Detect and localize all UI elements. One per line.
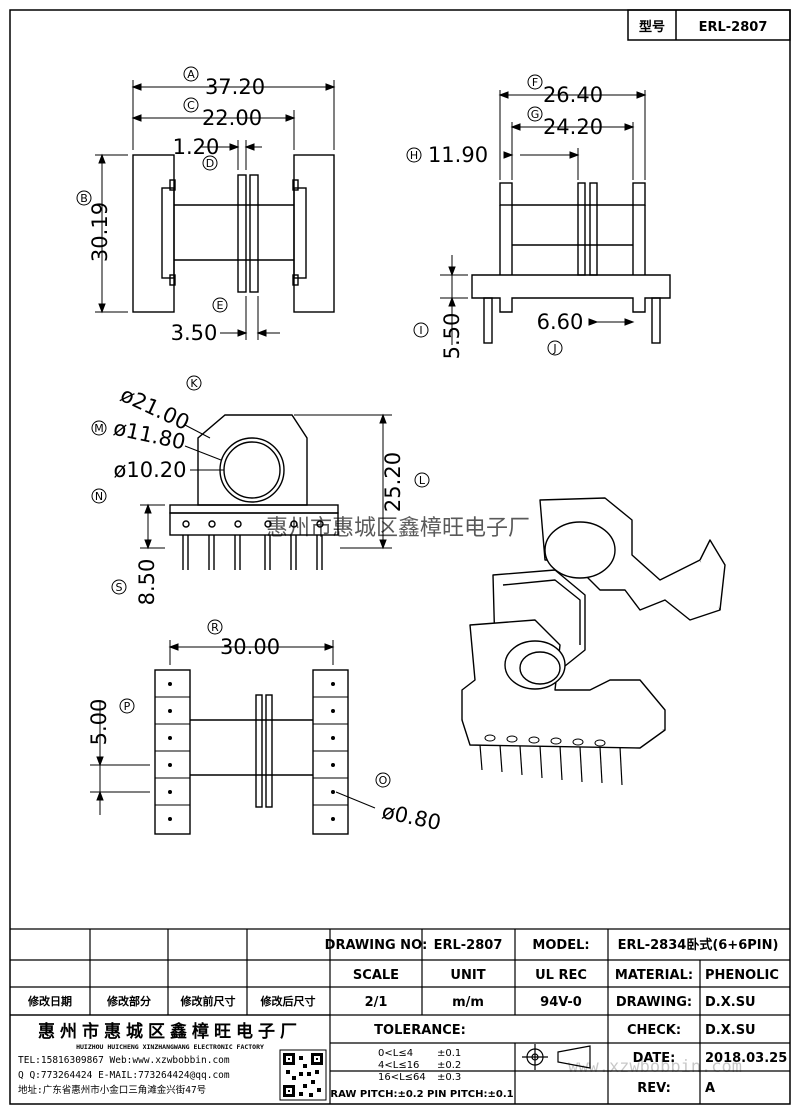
dim-E-value: 3.50 bbox=[171, 321, 218, 345]
dim-F-letter: F bbox=[532, 76, 538, 89]
rev-col-4: 修改后尺寸 bbox=[260, 994, 316, 1008]
dim-S-letter: S bbox=[116, 581, 123, 594]
rev-col-2: 修改部分 bbox=[106, 994, 151, 1008]
drawing-label: DRAWING: bbox=[616, 995, 692, 1010]
type-label: 型号 bbox=[639, 19, 665, 35]
dim-J-letter: J bbox=[552, 342, 556, 355]
dim-D-letter: D bbox=[206, 157, 214, 170]
ul-rec-label: UL REC bbox=[535, 968, 587, 983]
date-label: DATE: bbox=[633, 1051, 676, 1066]
front-view-dims bbox=[140, 413, 392, 550]
dim-N-value: ø10.20 bbox=[114, 458, 187, 482]
date-value: 2018.03.25 bbox=[705, 1051, 787, 1066]
front-view-labels: ø21.00 ø11.80 ø10.20 25.20 8.50 bbox=[111, 382, 405, 605]
qq-line: Q Q:773264424 E-MAIL:773264424@qq.com bbox=[18, 1070, 230, 1081]
dim-P-value: 5.00 bbox=[87, 699, 111, 746]
qr-code-icon bbox=[279, 1049, 327, 1101]
dim-I-letter: I bbox=[419, 324, 422, 337]
tol-range-3: 16<L≤64 bbox=[378, 1072, 426, 1083]
type-value: ERL-2807 bbox=[699, 20, 768, 35]
side-view-labels: 26.40 24.20 11.90 6.60 5.50 bbox=[428, 83, 603, 359]
watermark: 惠州市惠城区鑫樟旺电子厂 bbox=[266, 516, 530, 541]
dim-C-letter: C bbox=[187, 99, 195, 112]
dim-A-letter: A bbox=[187, 68, 195, 81]
rev-label: REV: bbox=[637, 1081, 671, 1096]
bottom-view-dims bbox=[90, 640, 376, 815]
tol-value-3: ±0.3 bbox=[437, 1072, 461, 1083]
scale-value: 2/1 bbox=[365, 995, 388, 1010]
tol-range-1: 0<L≤4 bbox=[378, 1048, 413, 1059]
dim-J-value: 6.60 bbox=[537, 310, 584, 334]
rev-value: A bbox=[705, 1081, 715, 1096]
scale-label: SCALE bbox=[353, 968, 399, 983]
dim-H-value: 11.90 bbox=[428, 143, 488, 167]
unit-value: m/m bbox=[452, 995, 484, 1010]
dim-N-letter: N bbox=[95, 490, 103, 503]
ul-rec-value: 94V-0 bbox=[540, 995, 582, 1010]
company-cn: 惠州市惠城区鑫樟旺电子厂 bbox=[38, 1021, 302, 1042]
dim-R-letter: R bbox=[211, 621, 219, 634]
model-value: ERL-2834卧式(6+6PIN) bbox=[618, 937, 779, 953]
dim-B-letter: B bbox=[80, 192, 88, 205]
drawing-no-value: ERL-2807 bbox=[434, 938, 503, 953]
dim-F-value: 26.40 bbox=[543, 83, 603, 107]
top-view-dims bbox=[95, 80, 336, 340]
site-watermark: www.xzwbobbin.com bbox=[568, 1057, 742, 1077]
top-view-labels: 37.20 22.00 1.20 3.50 30.19 bbox=[88, 75, 265, 345]
dim-S-value: 8.50 bbox=[135, 559, 159, 606]
dim-A-value: 37.20 bbox=[205, 75, 265, 99]
rev-col-3: 修改前尺寸 bbox=[180, 994, 236, 1008]
tol-range-2: 4<L≤16 bbox=[378, 1060, 419, 1071]
dim-L-value: 25.20 bbox=[381, 452, 405, 512]
addr-line: 地址:广东省惠州市小金口三角滩金兴街47号 bbox=[18, 1084, 206, 1096]
bottom-view-labels: 30.00 5.00 ø0.80 bbox=[87, 635, 443, 835]
tel-line: TEL:15816309867 Web:www.xzwbobbin.com bbox=[18, 1055, 230, 1066]
pitch-note: RAW PITCH:±0.2 PIN PITCH:±0.1 bbox=[330, 1089, 513, 1100]
check-value: D.X.SU bbox=[705, 1023, 756, 1038]
isometric-view bbox=[461, 497, 726, 786]
front-view bbox=[169, 414, 339, 570]
unit-label: UNIT bbox=[450, 968, 485, 983]
dim-P-letter: P bbox=[124, 700, 131, 713]
dim-letter-markers bbox=[76, 66, 563, 788]
dim-M-letter: M bbox=[94, 422, 104, 435]
dim-I-value: 5.50 bbox=[440, 313, 464, 360]
dim-G-value: 24.20 bbox=[543, 115, 603, 139]
dim-B-value: 30.19 bbox=[88, 202, 112, 262]
drawing-value: D.X.SU bbox=[705, 995, 756, 1010]
dim-D-value: 1.20 bbox=[173, 135, 220, 159]
title-block bbox=[10, 928, 790, 1104]
side-view-dims bbox=[440, 90, 647, 345]
model-label: MODEL: bbox=[532, 938, 589, 953]
tol-value-2: ±0.2 bbox=[437, 1060, 461, 1071]
projection-symbol bbox=[522, 1044, 591, 1070]
dim-E-letter: E bbox=[217, 299, 224, 312]
dim-C-value: 22.00 bbox=[202, 106, 262, 130]
drawing-no-label: DRAWING NO: bbox=[325, 938, 428, 953]
dim-G-letter: G bbox=[531, 108, 540, 121]
dim-O-value: ø0.80 bbox=[380, 799, 443, 835]
rev-col-1: 修改日期 bbox=[27, 994, 72, 1008]
material-label: MATERIAL: bbox=[615, 968, 693, 983]
company-en: HUIZHOU HUICHENG XINZHANGWANG ELECTRONIC… bbox=[76, 1043, 264, 1051]
sheet-border bbox=[9, 9, 791, 1105]
dim-K-letter: K bbox=[190, 377, 198, 390]
header-block: 型号 ERL-2807 bbox=[627, 9, 791, 41]
material-value: PHENOLIC bbox=[705, 968, 779, 983]
top-view bbox=[132, 154, 335, 313]
side-view bbox=[471, 182, 671, 344]
dim-letters: A C D B E F G H I J K M N L S R P O bbox=[80, 68, 556, 787]
check-label: CHECK: bbox=[627, 1023, 681, 1038]
dim-L-letter: L bbox=[419, 474, 426, 487]
dim-H-letter: H bbox=[410, 149, 418, 162]
dim-O-letter: O bbox=[379, 774, 388, 787]
tol-value-1: ±0.1 bbox=[437, 1048, 461, 1059]
title-block-text: DRAWING NO: ERL-2807 MODEL: ERL-2834卧式(6… bbox=[18, 937, 787, 1100]
dim-R-value: 30.00 bbox=[220, 635, 280, 659]
bottom-view bbox=[154, 669, 349, 835]
tolerance-label: TOLERANCE: bbox=[374, 1023, 466, 1038]
